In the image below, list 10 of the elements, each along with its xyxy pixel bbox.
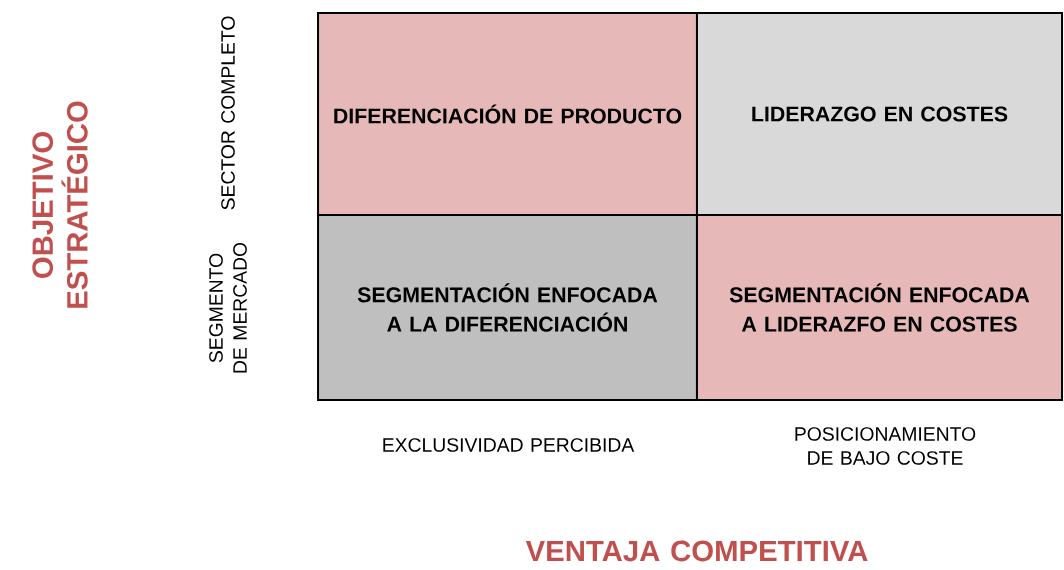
axis-title: OBJETIVO ESTRATÉGICO — [32, 101, 88, 308]
column-label: POSICIONAMIENTO DE BAJO COSTE — [795, 427, 976, 465]
row-label: SEGMENTO DE MERCADO — [209, 242, 247, 373]
quadrant-box: SEGMENTACIÓN ENFOCADA A LA DIFERENCIACIÓN — [317, 213, 698, 402]
quadrant-box: DIFERENCIACIÓN DE PRODUCTO — [317, 12, 698, 216]
row-label: SECTOR COMPLETO — [221, 16, 235, 210]
column-label: EXCLUSIVIDAD PERCIBIDA — [383, 438, 635, 452]
quadrant-box: SEGMENTACIÓN ENFOCADA A LIDERAZFO EN COSTES — [695, 213, 1064, 402]
quadrant-box: LIDERAZGO EN COSTES — [695, 12, 1064, 216]
axis-title: VENTAJA COMPETITIVA — [525, 540, 868, 562]
